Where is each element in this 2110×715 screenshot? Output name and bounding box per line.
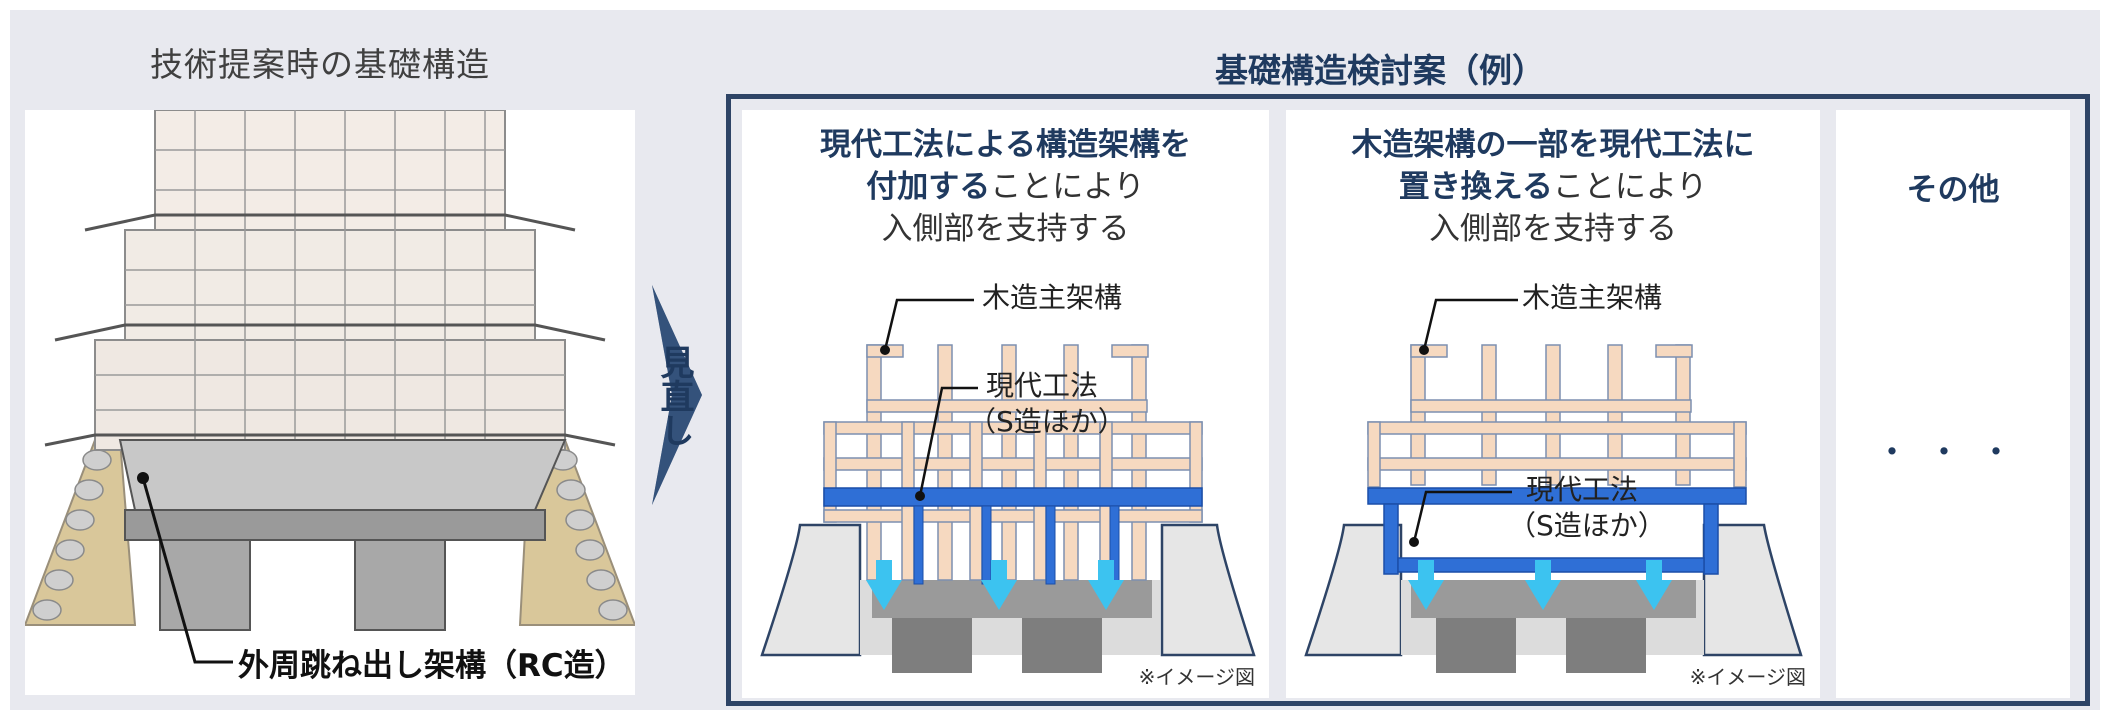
review-arrow-icon (652, 285, 702, 505)
modern-method-label: 現代工法 (986, 369, 1099, 402)
image-note: ※イメージ図 (1689, 665, 1806, 689)
review-label: 見直し (654, 345, 694, 447)
castle-section-illustration (25, 110, 635, 695)
wood-frame-label: 木造主架構 (1522, 281, 1663, 314)
modern-method-sublabel: （S造ほか） (1508, 509, 1666, 542)
option-replace-structure: 木造架構の一部を現代工法に 置き換えることにより 入側部を支持する (1286, 110, 1820, 698)
wood-frame-label: 木造主架構 (982, 281, 1123, 314)
option2-heading: 木造架構の一部を現代工法に 置き換えることにより 入側部を支持する (1351, 127, 1755, 247)
option3-heading: その他 (1906, 172, 2000, 208)
proposals-title: 基礎構造検討案（例） (1215, 51, 1545, 90)
option1-heading: 現代工法による構造架構を 付加することにより 入側部を支持する (819, 127, 1192, 247)
rc-frame-label: 外周跳ね出し架構（RC造） (238, 648, 626, 684)
option-add-structure: 現代工法による構造架構を 付加することにより 入側部を支持する (742, 110, 1269, 698)
modern-method-label: 現代工法 (1526, 473, 1639, 506)
option2-diagram (1304, 298, 1803, 673)
option-other: その他 ・・・ (1836, 110, 2070, 698)
option1-diagram (760, 298, 1256, 673)
left-title: 技術提案時の基礎構造 (150, 45, 490, 84)
image-note: ※イメージ図 (1138, 665, 1255, 689)
modern-method-sublabel: （S造ほか） (968, 405, 1126, 438)
ellipsis: ・・・ (1875, 433, 2031, 473)
